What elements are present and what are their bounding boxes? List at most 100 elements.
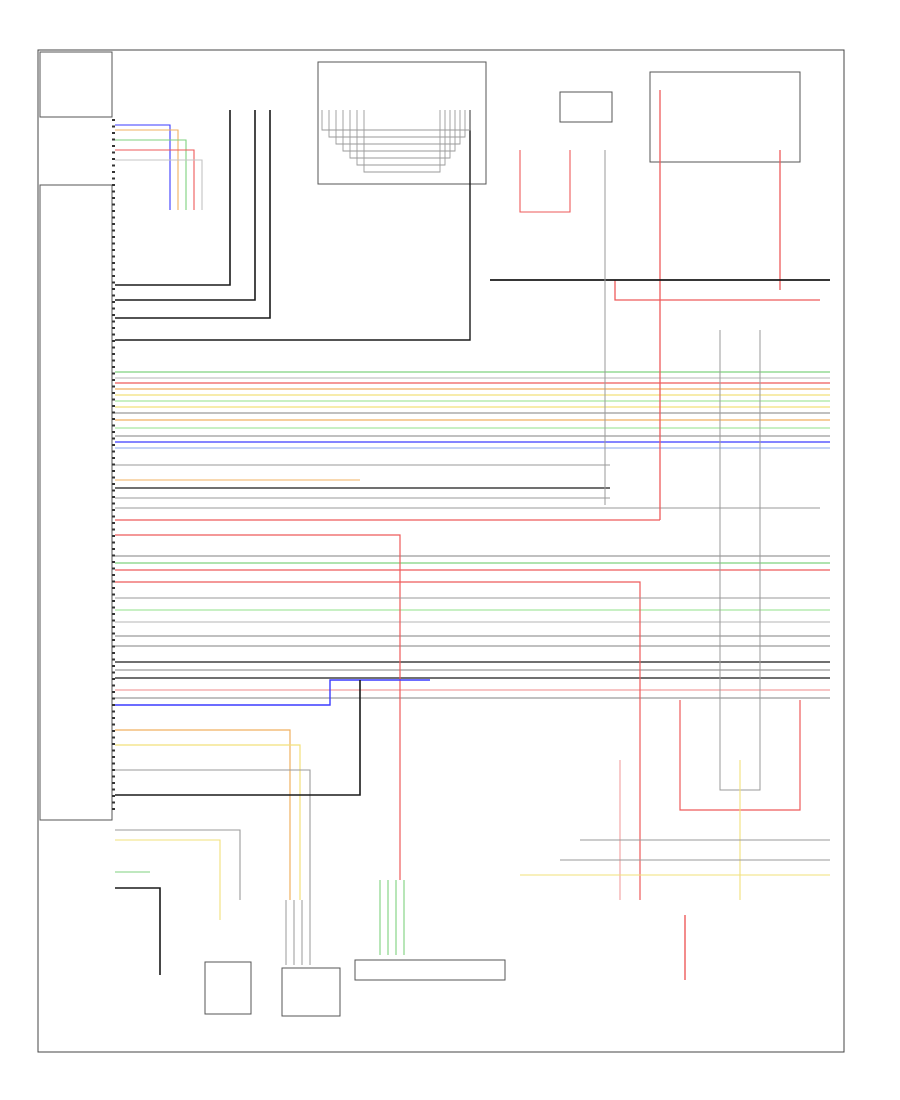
connector-pin [112,158,115,160]
connector-pin [112,554,115,557]
connector-pin [112,535,115,537]
connector-pin [112,678,115,680]
connector-pin [112,437,115,440]
connector-fan-5 [356,110,446,166]
wire-layer [115,90,830,980]
connector-pin [112,229,115,232]
control-module-box [39,184,113,821]
connector-pin [112,177,115,180]
connector-pin [112,762,115,765]
connector-pin [112,548,115,550]
connector-pin [112,294,115,297]
connector-pin [112,314,115,316]
connector-pin [112,613,115,615]
right-relay-box [649,71,801,163]
connector-pin [112,138,115,141]
connector-pin [112,392,115,394]
top-loop-4 [115,159,203,210]
connector-pin [112,216,115,219]
connector-pin [112,639,115,641]
connector-pin [112,697,115,700]
connector-pin [112,151,115,154]
right-red-cross [614,280,820,301]
connector-pin [112,190,115,193]
connector-pin [112,431,115,433]
connector-pin [112,288,115,290]
connector-pin [112,262,115,264]
connector-pin [112,275,115,277]
connector-pin [112,307,115,310]
connector-pin [112,795,115,797]
wire-feed-a [115,534,401,880]
connector-pin [112,476,115,479]
connector-pin [112,353,115,355]
right-gray-loop [719,330,761,791]
connector-pin [112,301,115,303]
connector-pin [112,736,115,739]
connector-pin [112,366,115,368]
connector-pin [112,671,115,674]
connector-pin [112,632,115,635]
connector-pin [112,372,115,375]
connector-pin [112,320,115,323]
top-black-a [115,110,231,286]
connector-pin [112,775,115,778]
connector-pin [112,424,115,427]
top-loop-3 [115,149,195,210]
connector-pin [112,645,115,648]
connector-pin [112,385,115,388]
top-black-d [115,110,471,341]
wire-orange-down [115,729,291,900]
connector-pin [112,723,115,726]
connector-pin [112,691,115,693]
wire-yellow-down [115,744,301,900]
connector-pin [112,600,115,602]
connector-pin [112,587,115,589]
connector-pin [112,340,115,342]
connector-pin [112,119,115,121]
connector-fan-6 [363,110,441,173]
connector-pin [112,749,115,752]
connector-pin [112,268,115,271]
connector-pin [112,522,115,524]
bottom-left-sensor-box [204,961,252,1015]
connector-pin [112,567,115,570]
connector-pin [112,606,115,609]
connector-pin [112,359,115,362]
connector-pin [112,502,115,505]
connector-pin [112,574,115,576]
connector-pin [112,808,115,810]
bottom-harness-box [354,959,506,981]
connector-pin [112,470,115,472]
connector-pin [112,164,115,167]
connector-pin [112,710,115,713]
connector-fan-0 [321,110,471,131]
top-black-b [115,110,256,301]
connector-pin-layer [112,119,115,810]
connector-pin [112,489,115,492]
connector-pin [112,333,115,336]
connector-pin [112,704,115,706]
connector-pin [112,125,115,128]
connector-pin [112,210,115,212]
wire-gray-down [115,769,311,900]
connector-pin [112,483,115,485]
connector-fan-3 [342,110,456,152]
connector-pin [112,665,115,667]
top-black-c [115,110,271,319]
connector-pin [112,580,115,583]
wire-black-loop [115,680,361,796]
wire-feed-b [115,581,641,900]
connector-pin [112,249,115,251]
connector-pin [112,197,115,199]
connector-pin [112,658,115,661]
connector-pin [112,171,115,173]
top-loop-2 [115,139,187,210]
connector-pin [112,255,115,258]
connector-pin [112,405,115,407]
connector-pin [112,223,115,225]
connector-pin [112,730,115,732]
connector-pin [112,684,115,687]
connector-pin [112,411,115,414]
